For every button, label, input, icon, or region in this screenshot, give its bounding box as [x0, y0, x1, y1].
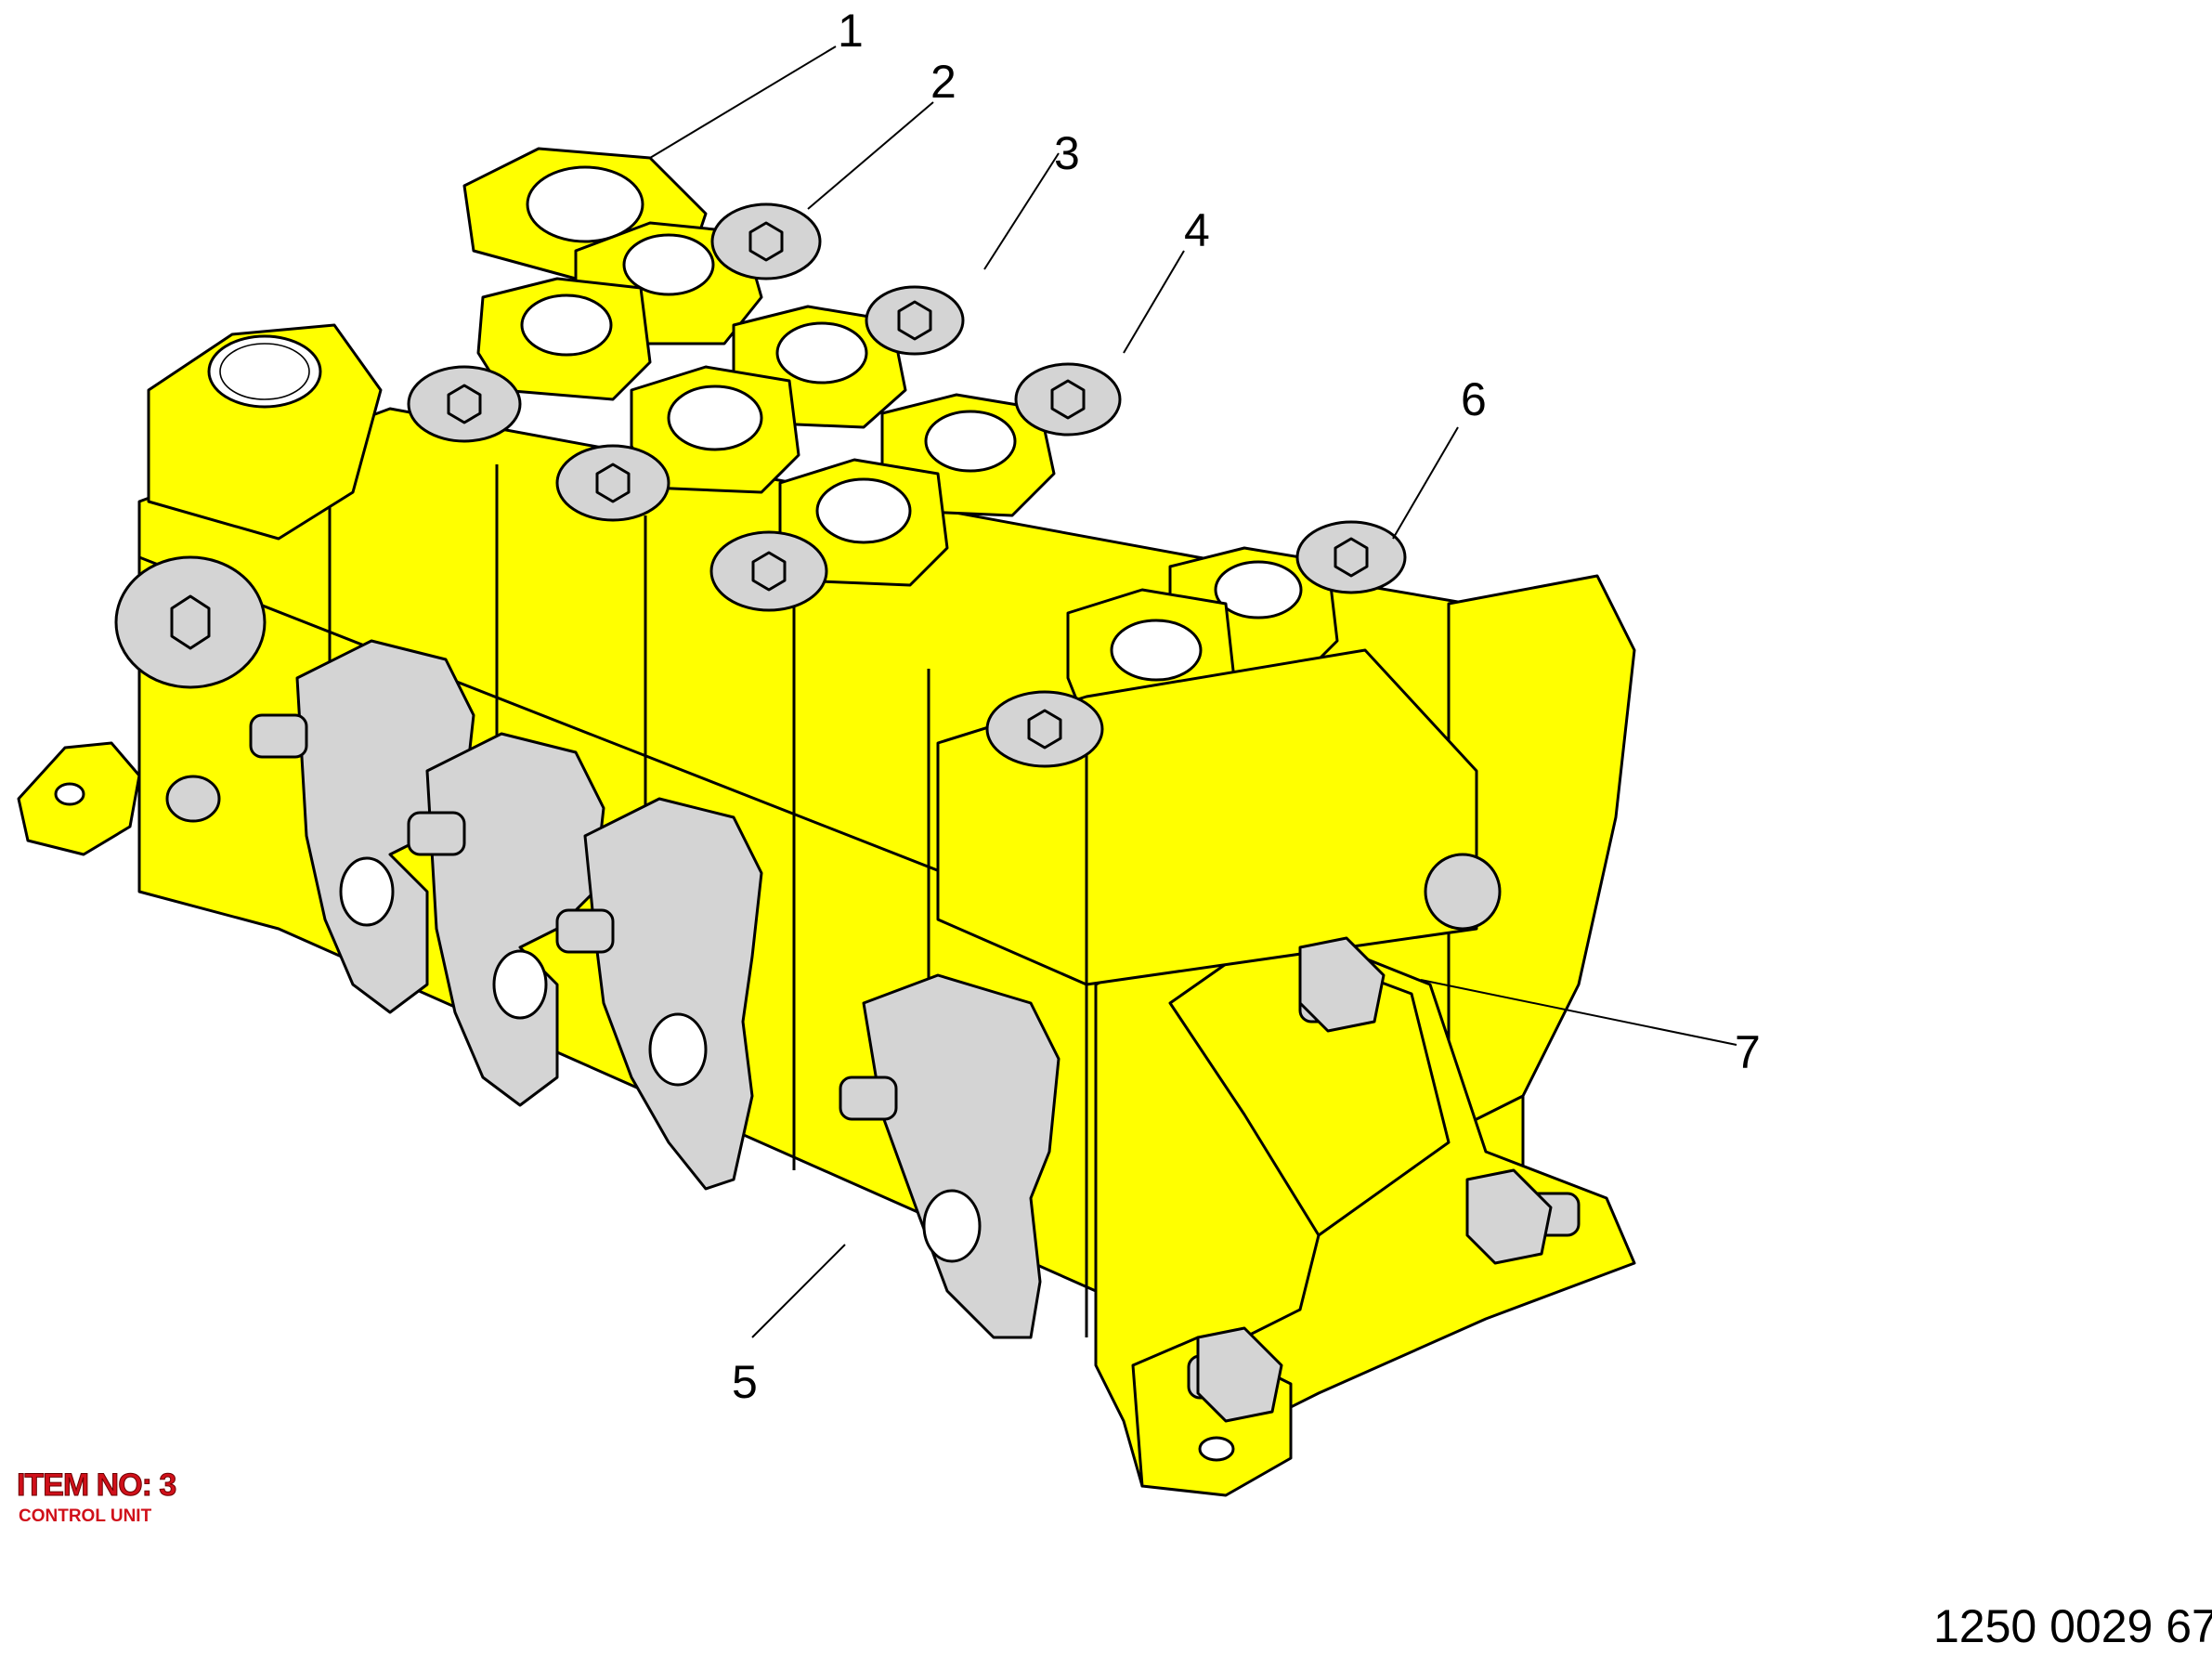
callout-5: 5: [732, 1356, 758, 1408]
callout-6: 6: [1461, 373, 1487, 425]
drawing-number: 1250 0029 67: [1933, 1600, 2212, 1652]
leader-lines: [649, 46, 1737, 1338]
hex-plugs: [114, 202, 1502, 931]
pilot-fittings: [249, 639, 1581, 1423]
callout-4: 4: [1184, 204, 1210, 256]
upper-port-housings: [147, 147, 1478, 986]
item-title: ITEM NO: 3: [16, 1467, 176, 1504]
callout-3: 3: [1054, 127, 1080, 179]
callout-numbers: 1 2 3 4 5 6 7: [732, 5, 1761, 1408]
item-subtitle: CONTROL UNIT: [19, 1506, 152, 1526]
callout-2: 2: [930, 56, 956, 108]
callout-1: 1: [838, 5, 864, 57]
callout-7: 7: [1735, 1026, 1761, 1078]
